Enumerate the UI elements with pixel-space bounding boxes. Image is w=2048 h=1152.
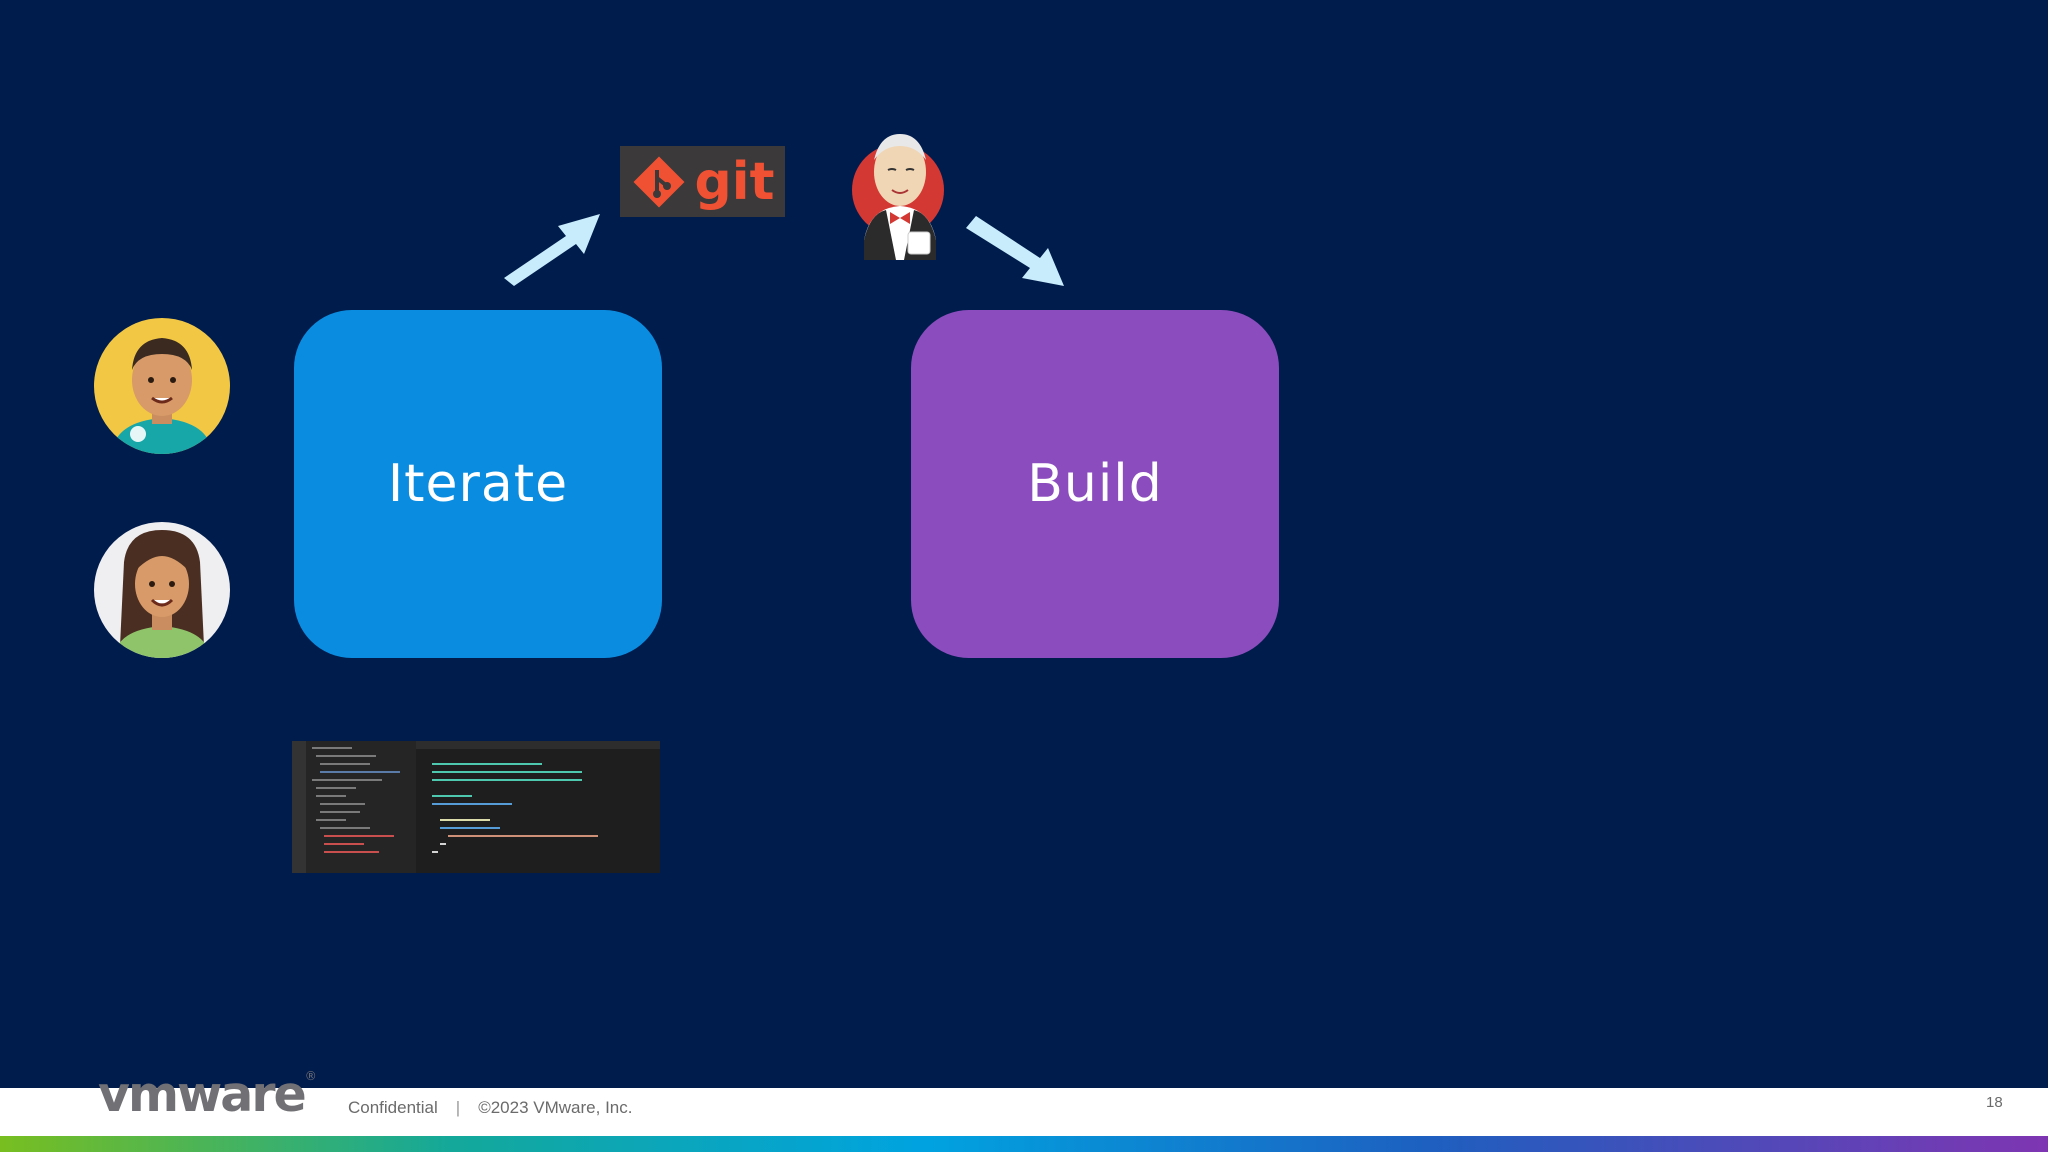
page-number: 18 — [1986, 1094, 2003, 1111]
build-box: Build — [911, 310, 1279, 658]
slide-footer — [0, 1088, 2048, 1136]
jenkins-logo-icon — [850, 120, 952, 260]
arrow-down-right-icon — [962, 210, 1072, 295]
developer-avatar-icon — [94, 318, 230, 454]
developer-avatar-icon — [94, 522, 230, 658]
git-text: git — [694, 151, 775, 212]
brand-gradient-bar — [0, 1136, 2048, 1152]
footer-separator: | — [455, 1098, 461, 1117]
code-editor-screenshot — [292, 741, 660, 873]
arrow-up-right-icon — [498, 208, 608, 293]
confidential-label: Confidential — [348, 1098, 438, 1117]
copyright-label: ©2023 VMware, Inc. — [478, 1098, 633, 1117]
build-label: Build — [1027, 454, 1163, 514]
git-logo-icon: git — [620, 146, 785, 217]
footer-text: Confidential | ©2023 VMware, Inc. — [348, 1098, 632, 1118]
iterate-label: Iterate — [387, 454, 569, 514]
iterate-box: Iterate — [294, 310, 662, 658]
slide: Iterate Build git — [0, 0, 2048, 1088]
vmware-logo: vmware® — [98, 1066, 317, 1123]
